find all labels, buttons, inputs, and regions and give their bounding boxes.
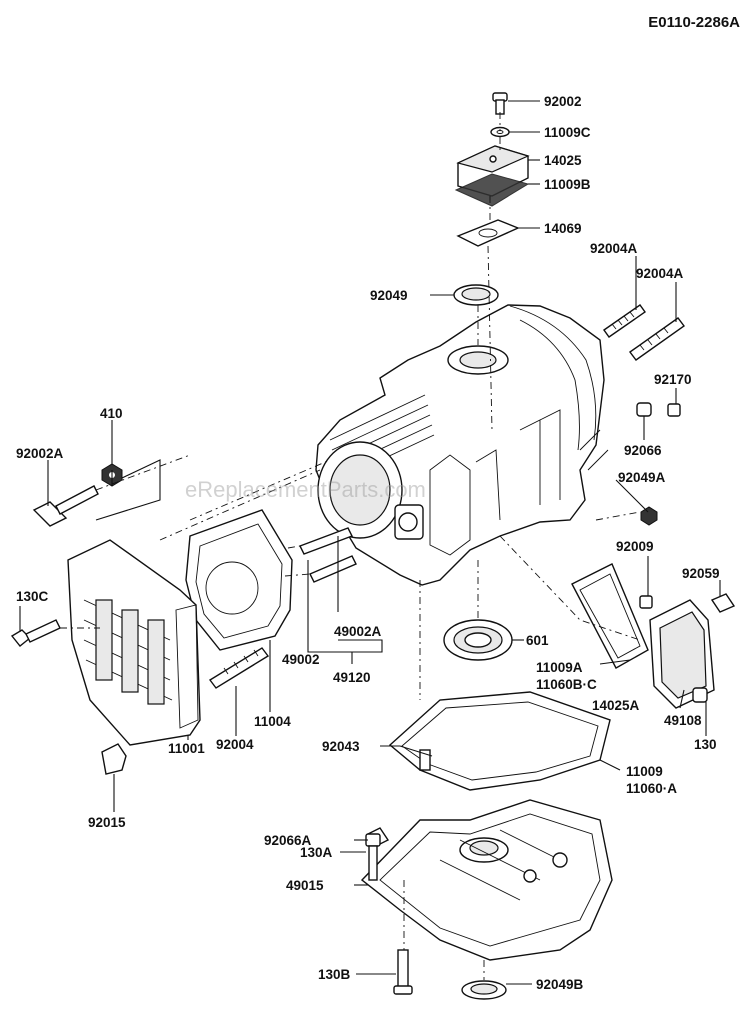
callout-11060BC: 11060B·C <box>536 677 597 692</box>
callout-92049B: 92049B <box>536 977 584 992</box>
callout-92170: 92170 <box>654 372 692 387</box>
gasket-11009A <box>571 563 649 669</box>
callout-11001: 11001 <box>168 741 205 756</box>
dowel-pin-49002 <box>309 555 357 583</box>
callout-11009C: 11009C <box>544 125 591 140</box>
callout-49108: 49108 <box>664 713 702 728</box>
dowel-pin-49002A <box>299 527 353 555</box>
callout-14025A: 14025A <box>592 698 640 713</box>
callout-49002: 49002 <box>282 652 320 667</box>
bolt-92002A <box>32 485 99 527</box>
diagram-code: E0110-2286A <box>648 14 740 31</box>
callout-92004A-1: 92004A <box>590 241 638 256</box>
callout-14069: 14069 <box>544 221 582 236</box>
bolt-130C <box>10 619 61 647</box>
breather-plate-14025A <box>649 599 715 709</box>
callout-11009B: 11009B <box>544 177 591 192</box>
bolt-92002 <box>492 92 508 115</box>
callout-11060A: 11060·A <box>626 781 677 796</box>
callout-92002A: 92002A <box>16 446 64 461</box>
bolt-130 <box>692 687 708 703</box>
callout-92066A: 92066A <box>264 833 312 848</box>
nut-92049A <box>640 506 658 526</box>
callout-92004A-2: 92004A <box>636 266 684 281</box>
callout-92009: 92009 <box>616 539 654 554</box>
bolt-130B <box>393 949 413 995</box>
bolt-92009 <box>639 595 653 609</box>
watermark: eReplacementParts.com <box>185 477 426 502</box>
cylinder-head-11001 <box>67 539 201 746</box>
callout-410: 410 <box>100 406 123 421</box>
plug-92059 <box>710 593 736 613</box>
crankcase <box>315 304 609 586</box>
oil-pan-49015 <box>360 799 613 961</box>
stud-92004A <box>603 304 646 338</box>
callout-92049A: 92049A <box>618 470 666 485</box>
stud-92004A <box>629 317 685 361</box>
gasket-14069 <box>456 219 520 247</box>
callout-14025: 14025 <box>544 153 582 168</box>
callout-92002: 92002 <box>544 94 582 109</box>
callout-49120: 49120 <box>333 670 371 685</box>
oil-seal-92049 <box>453 284 499 306</box>
callout-49002A: 49002A <box>334 624 382 639</box>
bearing-601 <box>443 619 513 661</box>
pin-92170 <box>667 403 681 417</box>
callout-601: 601 <box>526 633 549 648</box>
callout-11009A: 11009A <box>536 660 583 675</box>
washer-11009C <box>490 126 510 138</box>
stud-92004 <box>208 647 270 689</box>
gasket-11009 <box>388 691 611 791</box>
callout-130B: 130B <box>318 967 351 982</box>
spark-plug-92015 <box>101 743 127 775</box>
callout-92066: 92066 <box>624 443 662 458</box>
callout-49015: 49015 <box>286 878 324 893</box>
callout-11009: 11009 <box>626 764 663 779</box>
callout-11004: 11004 <box>254 714 291 729</box>
callout-130: 130 <box>694 737 717 752</box>
head-gasket-11004 <box>185 509 293 651</box>
callout-130A: 130A <box>300 845 333 860</box>
dowel-92043 <box>419 749 431 771</box>
callout-92015: 92015 <box>88 815 126 830</box>
callout-92043: 92043 <box>322 739 360 754</box>
callout-92049: 92049 <box>370 288 408 303</box>
callout-92004: 92004 <box>216 737 254 752</box>
dowel-92066 <box>636 402 652 417</box>
callout-130C: 130C <box>16 589 49 604</box>
callout-92059: 92059 <box>682 566 720 581</box>
leader-lines <box>19 100 721 985</box>
oil-seal-92049B <box>461 980 507 1000</box>
